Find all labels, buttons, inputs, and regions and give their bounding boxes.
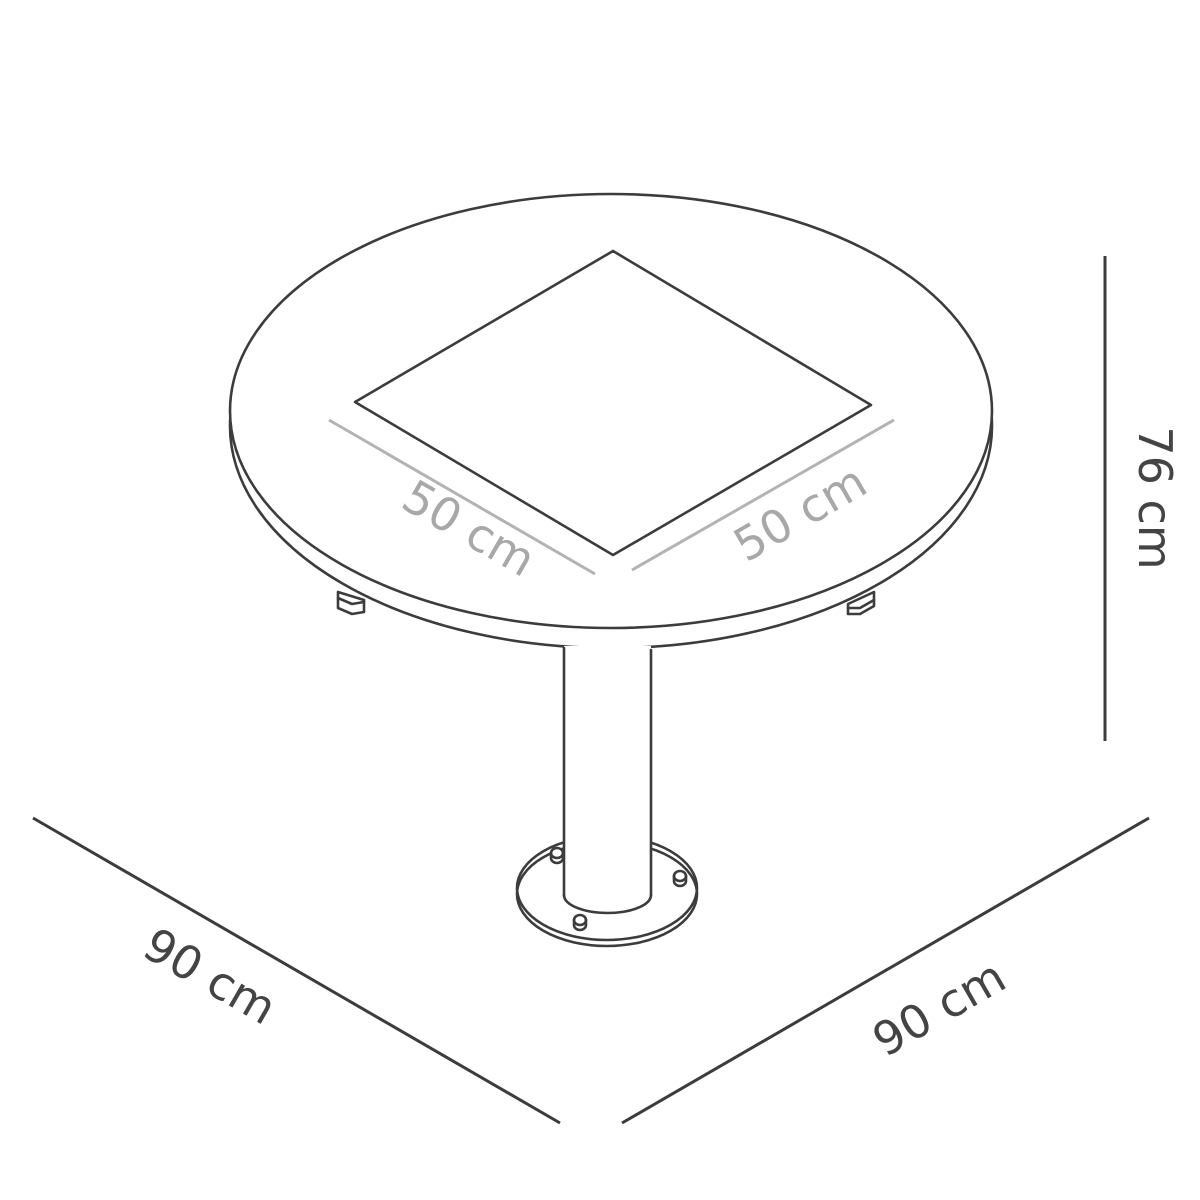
- base-bolt-left: [549, 846, 565, 865]
- pedestal-column: [562, 646, 653, 915]
- top-dimension-line-right: [631, 418, 895, 572]
- base-dimension-line-right: [621, 816, 1150, 1125]
- height-dimension-label: 76 cm: [1128, 426, 1182, 569]
- tabletop-bracket-left: [336, 590, 366, 616]
- base-dimension-line-left: [32, 816, 561, 1125]
- base-bolt-right: [672, 869, 688, 888]
- base-bolt-front: [572, 913, 588, 932]
- tabletop-inset-square: [353, 249, 873, 557]
- tabletop: [228, 192, 994, 650]
- base-dimension-label-right: 90 cm: [863, 949, 1014, 1067]
- base-dimension-label-left: 90 cm: [134, 917, 285, 1035]
- tabletop-bracket-right: [846, 590, 876, 616]
- top-dimension-line-left: [328, 418, 596, 576]
